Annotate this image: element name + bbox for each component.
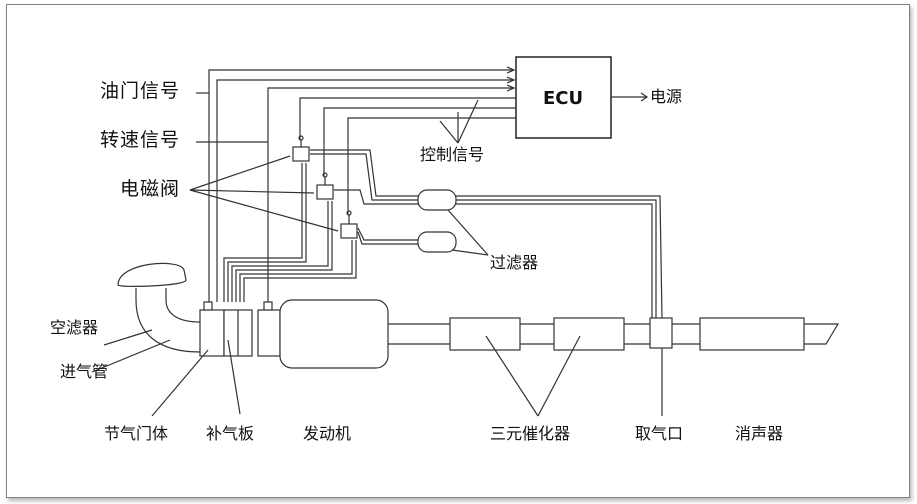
intake-pipe: [135, 288, 201, 353]
filter-1: [417, 189, 457, 211]
control-signal-pointers: [439, 99, 479, 144]
label-intake-pipe: 进气管: [60, 362, 109, 381]
power-arrow: [611, 92, 649, 102]
label-sampling-port: 取气口: [635, 424, 684, 443]
catalytic-converter-2: [553, 317, 625, 351]
sampling-port-box: [649, 317, 673, 349]
ecu-box: [515, 56, 612, 139]
label-speed-signal: 转速信号: [100, 129, 181, 151]
solenoid-valve-2: [316, 172, 334, 200]
exhaust-pipe: [388, 323, 840, 345]
air-filter: [117, 262, 187, 287]
solenoid-valve-3: [340, 210, 358, 239]
label-ecu: ECU: [543, 88, 584, 109]
label-throttle-signal: 油门信号: [100, 80, 181, 102]
label-filter: 过滤器: [490, 253, 539, 272]
air-supply-plate: [223, 309, 253, 357]
filter-pointers: [447, 209, 489, 256]
label-power: 电源: [650, 87, 683, 106]
throttle-body: [199, 301, 225, 357]
signal-wires: [196, 66, 516, 302]
muffler-box: [699, 317, 805, 351]
connector-block: [257, 301, 281, 357]
filter-2: [417, 231, 457, 253]
label-air-filter: 空滤器: [50, 318, 99, 337]
solenoid-pointers: [189, 155, 339, 232]
label-control-signal: 控制信号: [420, 145, 485, 164]
bottom-pointers: [91, 329, 663, 417]
label-muffler: 消声器: [735, 424, 784, 443]
solenoid-valve-1: [292, 135, 310, 162]
label-engine: 发动机: [303, 424, 352, 443]
catalytic-converter-1: [449, 317, 521, 351]
label-catalytic-converter: 三元催化器: [490, 424, 571, 443]
engine-block: [279, 299, 389, 369]
label-solenoid-valve: 电磁阀: [120, 178, 181, 200]
label-throttle-body: 节气门体: [104, 424, 169, 443]
label-air-supply-plate: 补气板: [206, 424, 255, 443]
air-tubes: [223, 149, 663, 319]
